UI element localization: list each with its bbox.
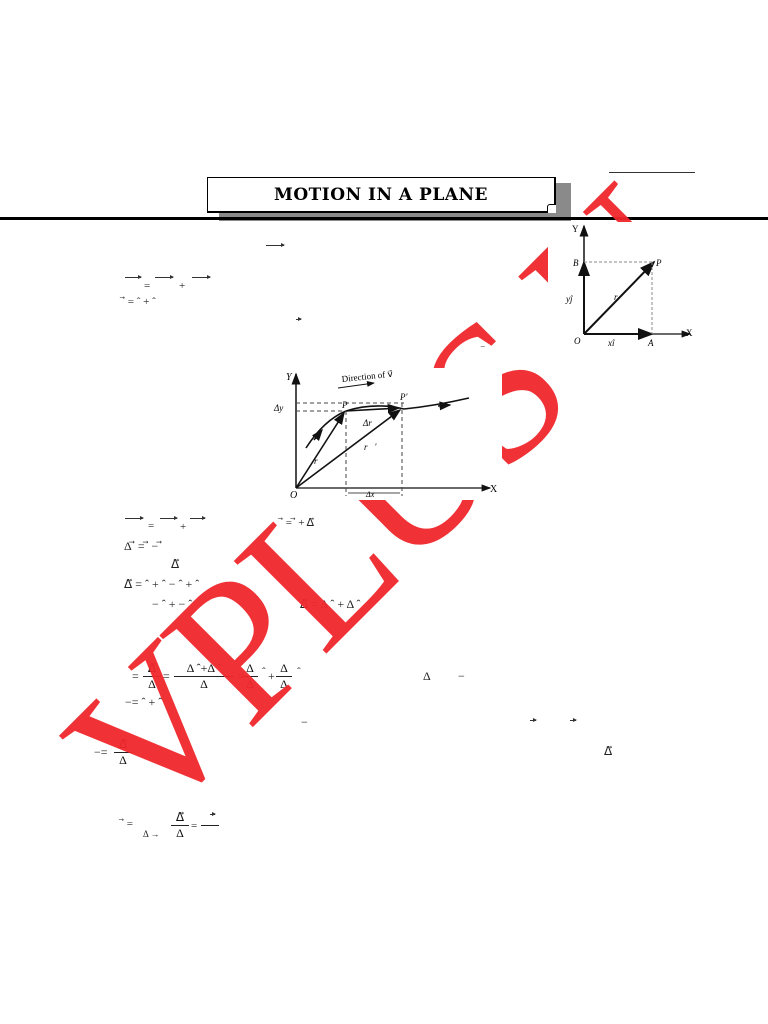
position-vector-figure: Y X O P A B r⃗ yĵ xî: [548, 222, 698, 350]
point-p-label: P: [655, 258, 662, 268]
axis-x-label: X: [490, 484, 498, 495]
chapter-title: MOTION IN A PLANE: [274, 184, 488, 205]
direction-label: Direction of v⃗: [341, 369, 394, 384]
hat: ˆ: [262, 666, 266, 678]
yj-label: yĵ: [565, 294, 573, 304]
point-a-label: A: [647, 338, 654, 348]
denominator: Δ: [119, 753, 127, 767]
eq8-side-minus: −: [458, 669, 465, 683]
delta-r-label: Δr⃗: [362, 418, 379, 428]
fraction: Δ⃗ Δ: [143, 662, 161, 691]
eq11-side: Δ⃗: [604, 744, 613, 758]
vector-arrow: [155, 275, 174, 279]
displacement-figure: Y X O P P' Direction of v⃗ Δy Δx Δr⃗ r⃗ …: [264, 368, 502, 500]
denominator: Δ: [176, 826, 184, 840]
origin-label: O: [290, 490, 297, 500]
denominator: Δ: [148, 677, 156, 691]
eq1-plus: +: [179, 280, 186, 292]
vector-arrow: [125, 275, 142, 279]
title-box-fold: [547, 204, 556, 213]
header-rule: [0, 217, 768, 220]
origin-label: O: [574, 336, 581, 346]
eq11-lhs: −=: [94, 745, 108, 759]
numerator: Δ⃗: [118, 737, 128, 751]
eq12-equals: =: [191, 820, 198, 832]
fraction: Δ⃗ Δ: [114, 738, 132, 767]
delta-x-label: Δx: [365, 490, 375, 499]
axis-x-label: X: [686, 328, 693, 338]
eq2: ⃗ = ˆ + ˆ: [125, 296, 156, 308]
r-label: r⃗: [314, 456, 325, 466]
vector-arrow: [192, 275, 211, 279]
fraction: Δ ˆ+Δ ˆ Δ: [174, 662, 234, 691]
vector-arrow: [296, 317, 302, 321]
point-b-label: B: [573, 258, 579, 268]
eq6: Δ⃗ = ˆ + ˆ − ˆ + ˆ: [124, 577, 200, 591]
denominator: Δ: [280, 677, 288, 691]
eq3-right: ⃗ = ⃗ + Δ⃗: [283, 517, 315, 529]
vector-arrow: [160, 516, 178, 520]
axis-y-label: Y: [286, 372, 293, 383]
numerator: Δ⃗: [147, 661, 157, 675]
eq8-lhs: =: [132, 669, 139, 683]
eq3-equals: =: [148, 520, 155, 532]
hat: ˆ: [297, 666, 301, 678]
vector-arrow: [530, 718, 537, 722]
eq12-lhs: ⃗ =: [124, 818, 133, 830]
numerator: Δ: [280, 661, 288, 675]
denominator: Δ: [200, 677, 208, 691]
eq9: −= ˆ + ˆ: [125, 695, 163, 709]
header-short-rule: [609, 172, 695, 173]
fraction-bar: [201, 825, 219, 826]
vector-arrow: [190, 516, 206, 520]
numerator: Δ: [246, 661, 254, 675]
eq8-equals: =: [237, 669, 244, 683]
point-p-prime-label: P': [399, 392, 408, 402]
eq8-side-delta: Δ: [423, 669, 431, 683]
eq7-left: − ˆ + − ˆ: [152, 597, 193, 611]
vector-arrow: [125, 516, 144, 520]
numerator: Δ⃗: [175, 810, 185, 824]
eq4: Δ ⃗ = ⃗ − ⃗: [124, 539, 163, 553]
eq8-plus: +: [268, 669, 275, 683]
eq1-equals: =: [144, 280, 151, 292]
vector-arrow: [210, 812, 216, 816]
chapter-title-box: MOTION IN A PLANE: [207, 177, 556, 213]
fraction: Δ⃗ Δ: [171, 811, 189, 840]
numerator: Δ ˆ+Δ ˆ: [186, 661, 222, 675]
eq3-plus: +: [180, 521, 187, 533]
point-p-label: P: [341, 400, 348, 410]
xi-label: xî: [607, 338, 615, 348]
denominator: Δ: [246, 677, 254, 691]
delta-y-label: Δy: [273, 403, 283, 413]
axis-y-label: Y: [572, 224, 579, 234]
eq8-equals: =: [163, 669, 170, 683]
eq5: Δ⃗: [171, 557, 180, 571]
eq12-limit: Δ →: [143, 829, 160, 839]
r-prime-label: r⃗': [364, 442, 378, 452]
eq7-right: Δ⃗ = Δ ˆ + Δ ˆ: [300, 597, 361, 611]
eq10-minus: −: [301, 715, 308, 729]
vector-arrow: [570, 718, 577, 722]
r-vector-label: r⃗: [614, 292, 625, 302]
vector-arrow: [266, 243, 285, 247]
minus-sign: ‾: [481, 346, 485, 358]
